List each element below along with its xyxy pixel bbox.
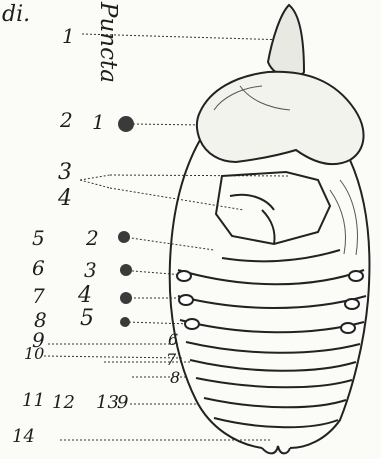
- segment-arc-1: [178, 270, 364, 284]
- wing-case-divider: [262, 210, 275, 244]
- wing-case-fold: [230, 195, 274, 210]
- segment-arc-4: [186, 342, 360, 353]
- label-14: 14: [12, 428, 35, 446]
- leader-line-3a: [80, 175, 110, 180]
- spiracle-right-2: [345, 299, 359, 309]
- leader-line-10: [44, 356, 182, 358]
- terminal-lobes: [262, 446, 290, 453]
- segment-arc-5: [190, 360, 356, 371]
- punctum-dot-2: [118, 231, 130, 243]
- label-2: 2: [60, 110, 73, 130]
- label-4: 4: [58, 188, 72, 210]
- label-segment-7: 7: [166, 352, 176, 368]
- leader-line-3: [110, 175, 290, 176]
- punctum-dot-4: [120, 292, 132, 304]
- label-segment-9: 9: [117, 394, 128, 412]
- label-10: 10: [24, 346, 44, 362]
- label-puncta-1: 1: [92, 112, 105, 132]
- segment-arc-thorax: [222, 250, 340, 261]
- head-horn: [268, 5, 304, 77]
- segment-arc-7: [204, 398, 346, 407]
- label-puncta-3: 3: [84, 260, 97, 280]
- leader-line-3b: [80, 180, 110, 188]
- label-puncta-4: 4: [78, 285, 92, 307]
- label-7: 7: [32, 286, 45, 306]
- label-8: 8: [34, 310, 47, 330]
- label-segment-6: 6: [168, 332, 178, 348]
- spiracle-right-1: [349, 271, 363, 281]
- spiracle-left-2: [179, 295, 193, 305]
- spiracle-left-1: [177, 271, 191, 281]
- segment-arc-2: [178, 296, 366, 308]
- shading-stroke: [330, 190, 345, 254]
- label-1: 1: [62, 26, 75, 46]
- left-flank: [170, 140, 262, 448]
- thorax-shell: [197, 72, 364, 164]
- spiracle-left-3: [185, 319, 199, 329]
- segment-arc-6: [196, 378, 352, 387]
- segment-arc-8: [214, 418, 338, 427]
- label-3: 3: [58, 162, 72, 184]
- label-11: 11: [22, 392, 45, 410]
- puncta-dots: [118, 116, 134, 327]
- label-6: 6: [32, 258, 45, 278]
- pupa-body: [170, 5, 370, 453]
- label-puncta-5: 5: [80, 308, 94, 330]
- leader-line-8: [125, 322, 192, 324]
- punctum-dot-1: [118, 116, 134, 132]
- label-5: 5: [32, 228, 45, 248]
- spiracle-right-3: [341, 323, 355, 333]
- label-segment-8: 8: [170, 370, 180, 386]
- leader-line-1: [82, 34, 288, 40]
- punctum-dot-3: [120, 264, 132, 276]
- label-13: 13: [96, 394, 119, 412]
- leader-line-5: [124, 237, 214, 250]
- label-puncta-2: 2: [86, 228, 99, 248]
- segment-arc-3: [180, 320, 364, 332]
- label-12: 12: [52, 394, 75, 412]
- punctum-dot-5: [120, 317, 130, 327]
